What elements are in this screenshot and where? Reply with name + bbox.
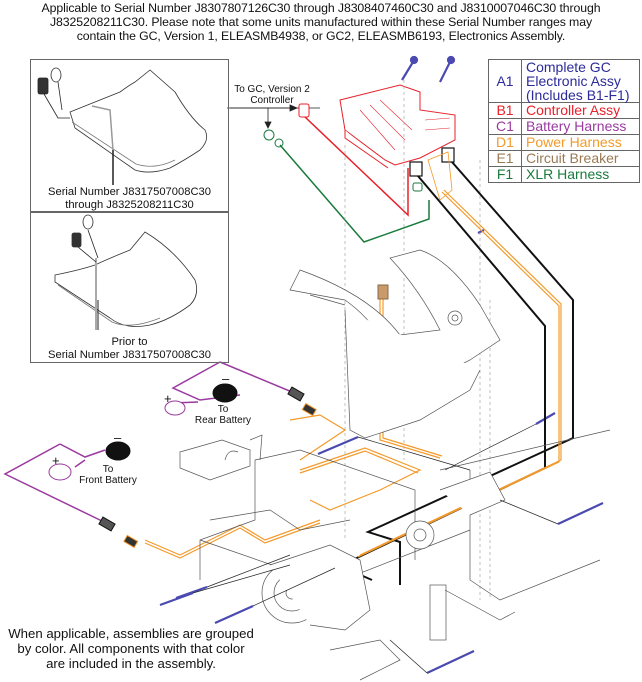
power-harness (144, 151, 562, 559)
battery-label-line: To (217, 404, 229, 415)
legend-label-line: (Includes B1-F1) (526, 87, 630, 103)
applicability-note-line: Applicable to Serial Number J8307807126C… (41, 1, 601, 15)
legend-row-f1: F1 XLR Harness (488, 166, 640, 183)
legend-label: Battery Harness (521, 118, 640, 135)
controller-callout: To GC, Version 2 Controller (232, 84, 312, 106)
legend-label: Power Harness (521, 134, 640, 151)
legend-code: F1 (488, 166, 522, 183)
legend-code: C1 (488, 118, 522, 135)
battery-label-line: Front Battery (79, 475, 137, 486)
footer-note-line: When applicable, assemblies are grouped (8, 626, 254, 641)
front-battery-harness (3, 443, 106, 523)
seat-shroud (289, 249, 501, 439)
front-battery-label: To Front Battery (68, 464, 148, 486)
legend-row-d1: D1 Power Harness (488, 134, 640, 151)
applicability-note: Applicable to Serial Number J8307807126C… (0, 1, 642, 43)
legend-label: Complete GC Electronic Assy (Includes B1… (521, 59, 640, 103)
inset-newer-shroud: Serial Number J8317507008C30 through J83… (30, 59, 229, 213)
callout-line: To GC, Version 2 (234, 84, 310, 95)
inset-shroud-newer (37, 67, 208, 185)
legend-label: Circuit Breaker (521, 150, 640, 167)
inset-caption-line: Prior to (111, 336, 148, 348)
inset-caption-line: through J8325208211C30 (65, 198, 194, 211)
assembly-legend: A1 Complete GC Electronic Assy (Includes… (488, 59, 640, 183)
legend-row-a1: A1 Complete GC Electronic Assy (Includes… (488, 59, 640, 103)
rear-minus-sign: – (222, 371, 230, 386)
legend-code: E1 (488, 150, 522, 167)
controller-cable (298, 103, 409, 217)
inset-caption-line: Serial Number J8317507008C30 (48, 186, 211, 198)
battery-terminals (98, 383, 305, 532)
pointer-lines (192, 423, 559, 674)
applicability-note-line: J8325208211C30. Please note that some un… (49, 15, 592, 29)
xlr-harness (263, 129, 430, 243)
footer-note-line: are included in the assembly. (46, 656, 216, 671)
drive-motors (261, 471, 506, 681)
inset-shroud-older (54, 214, 198, 330)
controller-assembly (339, 84, 456, 169)
inset-older-shroud: Prior to Serial Number J8317507008C30 (30, 211, 229, 363)
controller-callout-arrows (230, 104, 299, 129)
legend-row-e1: E1 Circuit Breaker (488, 150, 640, 167)
power-harness-plugs (123, 284, 389, 549)
battery-label-line: Rear Battery (194, 415, 252, 426)
battery-label-line: To (102, 464, 114, 475)
rear-battery-label: To Rear Battery (188, 404, 258, 426)
inset-caption: Prior to Serial Number J8317507008C30 (31, 336, 228, 361)
rear-plus-sign: + (164, 391, 172, 406)
legend-code: A1 (488, 59, 522, 103)
inset-caption-line: Serial Number J8317507008C30 (48, 348, 211, 361)
legend-code: D1 (488, 134, 522, 151)
legend-label: Controller Assy (521, 102, 640, 119)
legend-code: B1 (488, 102, 522, 119)
legend-label-line: Electronic Assy (526, 73, 621, 89)
battery-tray (178, 434, 263, 481)
footer-note-line: by color. All components with that color (17, 641, 245, 656)
legend-label: XLR Harness (521, 166, 640, 183)
inset-caption: Serial Number J8317507008C30 through J83… (31, 186, 228, 211)
callout-line: Controller (250, 95, 294, 106)
front-plus-sign: + (52, 453, 60, 468)
color-grouping-note: When applicable, assemblies are grouped … (0, 626, 262, 671)
front-minus-sign: – (114, 430, 122, 445)
guide-lines (344, 80, 491, 600)
legend-label-line: Complete GC (526, 59, 611, 75)
applicability-note-line: contain the GC, Version 1, ELEASMB4938, … (76, 29, 566, 43)
legend-row-c1: C1 Battery Harness (488, 118, 640, 135)
legend-row-b1: B1 Controller Assy (488, 102, 640, 119)
